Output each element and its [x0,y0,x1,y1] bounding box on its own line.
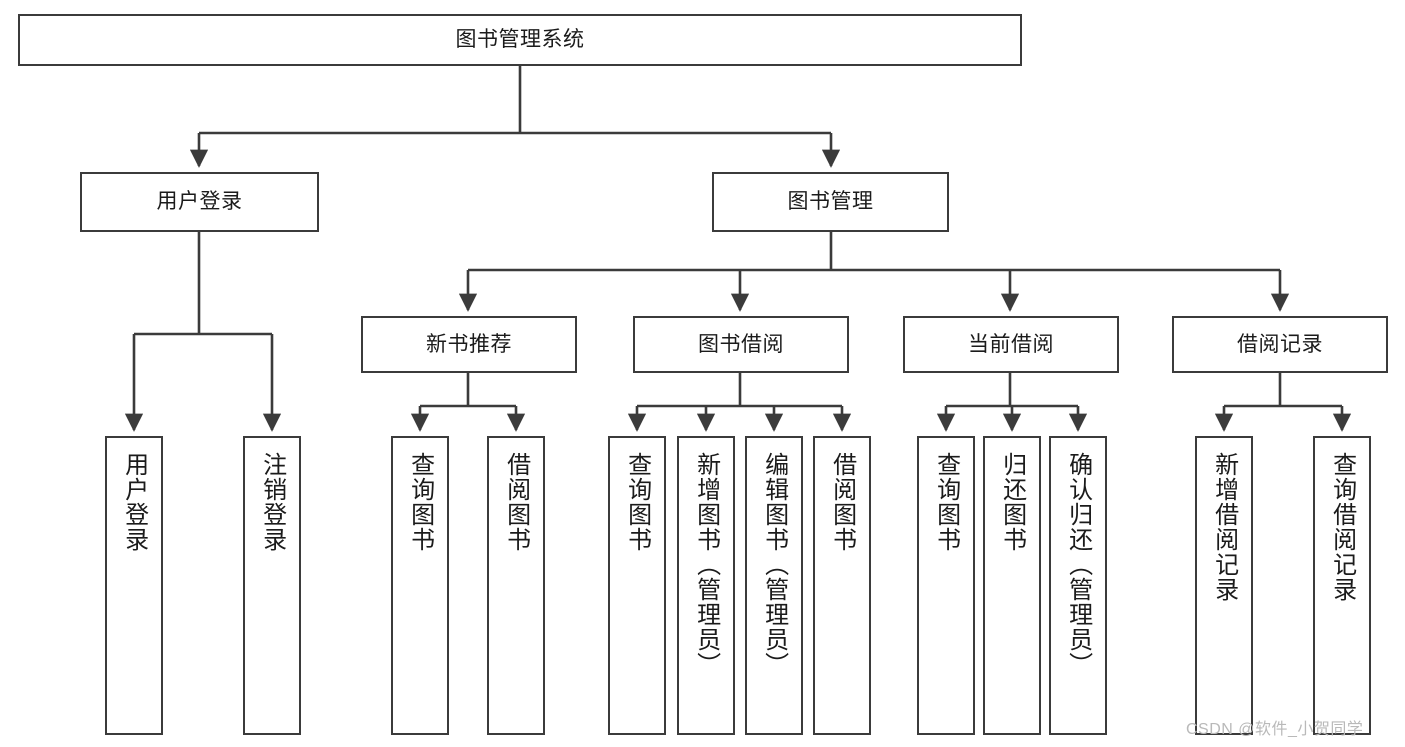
node-book-manage[interactable]: 图书管理 [712,172,949,232]
node-user-login-label: 用户登录 [156,190,243,214]
node-leaf-add-borrow-record-label: 新增借阅记录 [1210,452,1238,602]
node-root[interactable]: 图书管理系统 [18,14,1022,66]
node-leaf-query-borrow-record[interactable]: 查询借阅记录 [1313,436,1371,735]
node-leaf-confirm-return-label: 确认归还（管理员） [1064,452,1092,677]
node-new-book-recommend-label: 新书推荐 [426,332,512,356]
node-leaf-return-book-label: 归还图书 [998,452,1026,552]
node-borrow-record[interactable]: 借阅记录 [1172,316,1388,373]
node-leaf-confirm-return[interactable]: 确认归还（管理员） [1049,436,1107,735]
node-leaf-add-borrow-record[interactable]: 新增借阅记录 [1195,436,1253,735]
node-leaf-edit-book-label: 编辑图书（管理员） [760,452,788,677]
node-leaf-borrow-book-1[interactable]: 借阅图书 [487,436,545,735]
node-borrow-record-label: 借阅记录 [1237,332,1323,356]
node-leaf-borrow-book-1-label: 借阅图书 [502,452,530,552]
node-leaf-add-book-label: 新增图书（管理员） [692,452,720,677]
node-user-login[interactable]: 用户登录 [80,172,319,232]
node-root-label: 图书管理系统 [455,28,585,52]
node-leaf-edit-book[interactable]: 编辑图书（管理员） [745,436,803,735]
node-leaf-borrow-book-2-label: 借阅图书 [828,452,856,552]
node-leaf-query-borrow-record-label: 查询借阅记录 [1328,452,1356,602]
node-book-borrow-label: 图书借阅 [698,332,784,356]
node-leaf-user-login-label: 用户登录 [120,452,148,552]
node-current-borrow-label: 当前借阅 [968,332,1054,356]
node-leaf-borrow-book-2[interactable]: 借阅图书 [813,436,871,735]
node-leaf-query-book-3-label: 查询图书 [932,452,960,552]
node-leaf-query-book-3[interactable]: 查询图书 [917,436,975,735]
node-leaf-user-login[interactable]: 用户登录 [105,436,163,735]
node-leaf-logout-login-label: 注销登录 [258,452,286,552]
node-leaf-logout-login[interactable]: 注销登录 [243,436,301,735]
node-book-borrow[interactable]: 图书借阅 [633,316,849,373]
node-book-manage-label: 图书管理 [787,190,874,214]
node-leaf-query-book-1-label: 查询图书 [406,452,434,552]
node-new-book-recommend[interactable]: 新书推荐 [361,316,577,373]
node-leaf-query-book-1[interactable]: 查询图书 [391,436,449,735]
node-leaf-return-book[interactable]: 归还图书 [983,436,1041,735]
node-current-borrow[interactable]: 当前借阅 [903,316,1119,373]
node-leaf-query-book-2-label: 查询图书 [623,452,651,552]
node-leaf-add-book[interactable]: 新增图书（管理员） [677,436,735,735]
node-leaf-query-book-2[interactable]: 查询图书 [608,436,666,735]
